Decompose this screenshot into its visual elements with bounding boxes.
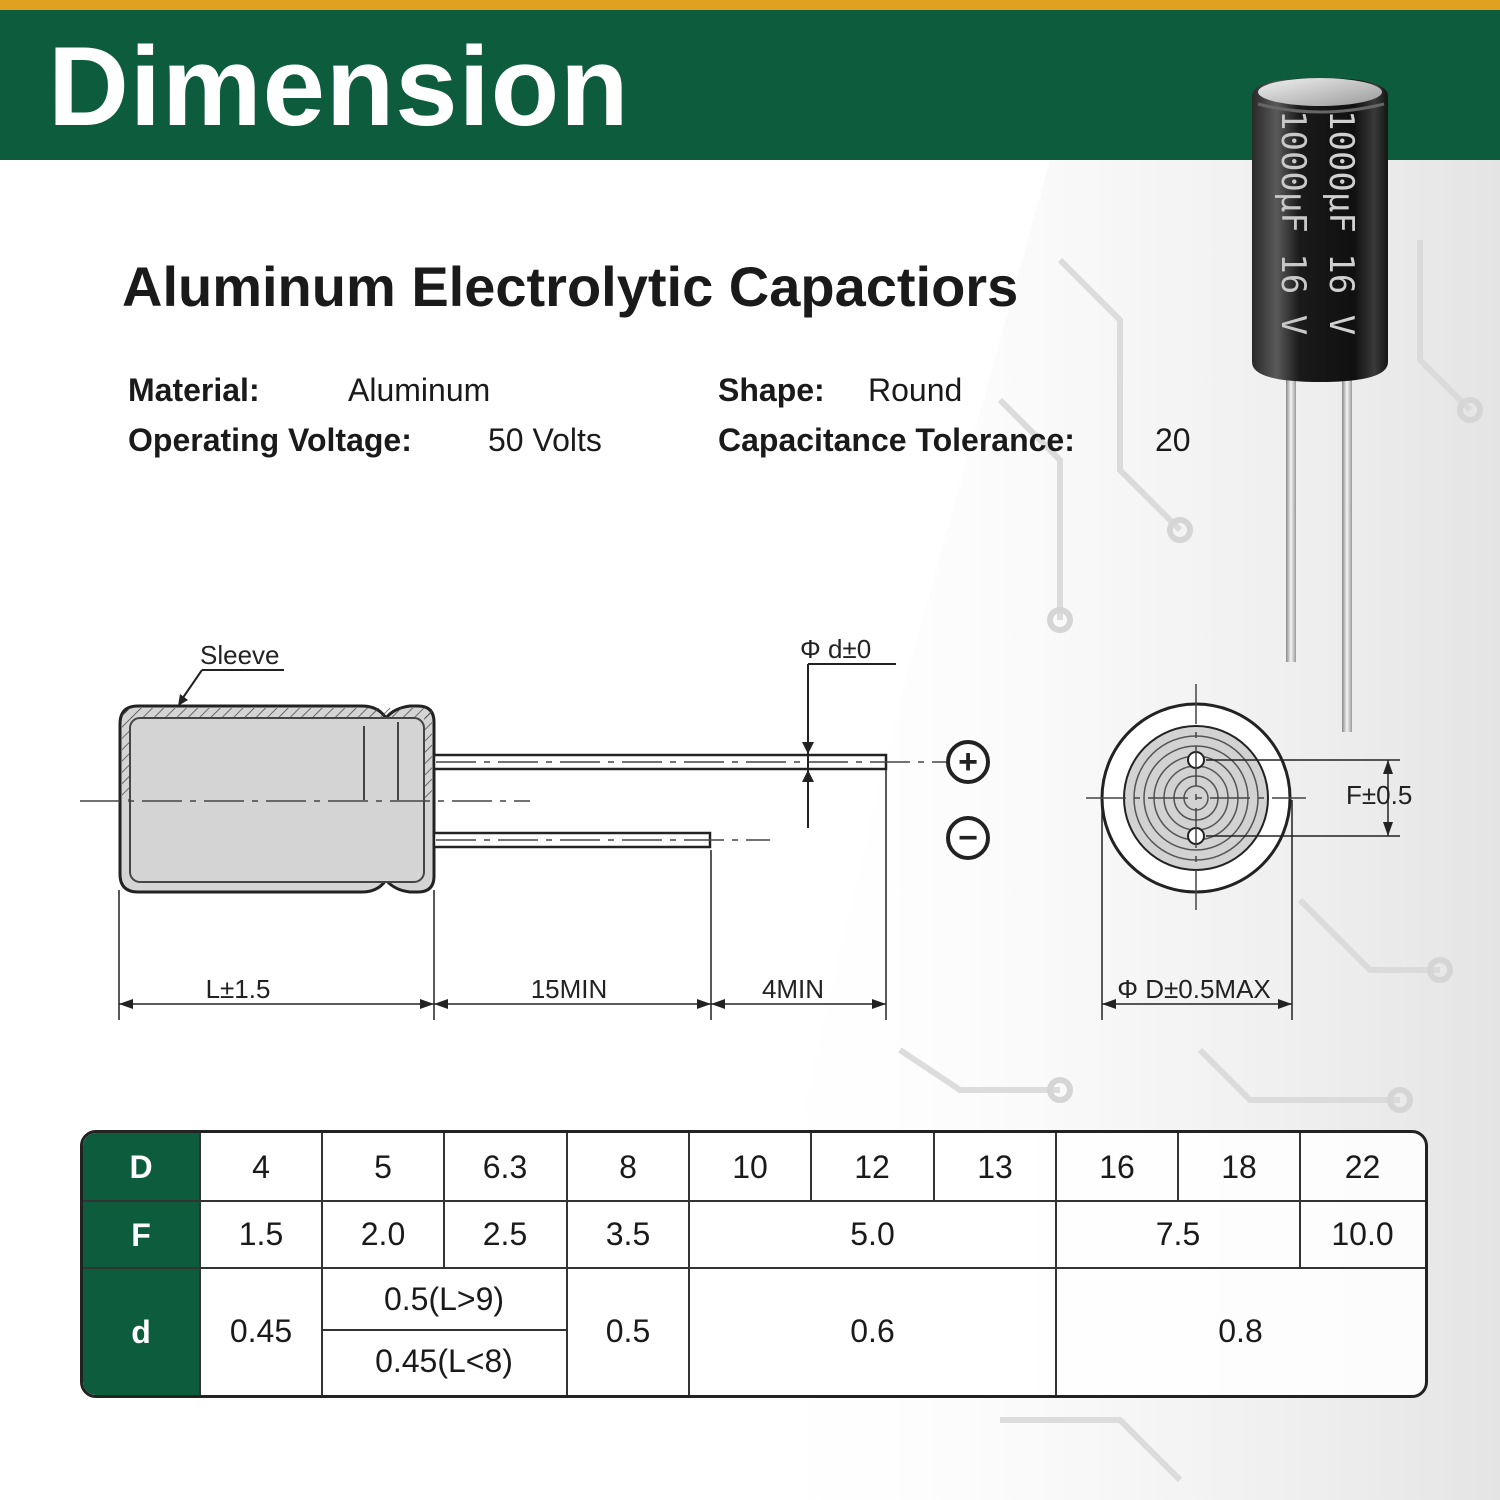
table-cell-D: 16 [1099, 1148, 1135, 1185]
minus-symbol: − [958, 819, 978, 857]
photo-marking-2: 1000µF 16 V [1273, 110, 1313, 335]
pitch-label: F±0.5 [1346, 780, 1412, 810]
spec-tolerance: Capacitance Tolerance: [718, 420, 1075, 460]
table-cell-F: 2.0 [360, 1216, 406, 1252]
spec-tolerance-value: 20 [1155, 422, 1191, 458]
table-cell-d: 0.8 [1218, 1313, 1263, 1349]
table-cell-D: 18 [1221, 1148, 1257, 1185]
photo-marking-1: 1000µF 16 V [1321, 110, 1361, 335]
lead-diameter-label: Φ d±0 [800, 634, 871, 664]
col-divider [810, 1133, 812, 1201]
spec-voltage-label: Operating Voltage: [128, 422, 412, 458]
capacitor-side-view: Sleeve Φ d±0 + − L±1.5 15MIN 4MIN [80, 634, 990, 1020]
table-cell-d: 0.45 [229, 1313, 293, 1349]
lead-min-label: 15MIN [531, 974, 608, 1004]
table-cell-D: 22 [1344, 1148, 1381, 1185]
table-cell-F: 7.5 [1155, 1216, 1201, 1252]
header-band [0, 10, 1500, 160]
diameter-label: Φ D±0.5MAX [1117, 974, 1271, 1004]
table-cell-d: 0.5(L>9) [383, 1280, 505, 1317]
table-cell-D: 4 [252, 1148, 270, 1185]
plus-symbol: + [958, 743, 978, 781]
table-cell-D: 10 [732, 1148, 768, 1185]
col-divider [933, 1133, 935, 1201]
table-cell-D: 13 [977, 1148, 1013, 1185]
col-divider [566, 1133, 568, 1395]
spec-shape: Shape: [718, 370, 825, 410]
spec-material-value: Aluminum [348, 372, 491, 408]
table-cell-F: 5.0 [850, 1216, 895, 1252]
product-title: Aluminum Electrolytic Capactiors [122, 255, 1019, 318]
length-label: L±1.5 [206, 974, 271, 1004]
row-header-F: F [131, 1216, 151, 1253]
spec-voltage: Operating Voltage: [128, 420, 412, 460]
page-title: Dimension [48, 24, 630, 149]
col-divider [1299, 1133, 1301, 1267]
table-cell-d: 0.45(L<8) [375, 1342, 513, 1379]
plus-icon [946, 740, 990, 784]
capacitor-end-view: F±0.5 Φ D±0.5MAX [1086, 684, 1412, 1020]
dimension-table: D F d 4 5 6.3 8 10 12 13 16 18 22 1.5 2.… [80, 1130, 1428, 1398]
spec-tolerance-label: Capacitance Tolerance: [718, 422, 1075, 458]
table-cell-F: 1.5 [238, 1216, 284, 1252]
table-cell-d: 0.6 [850, 1313, 895, 1349]
col-divider [1055, 1133, 1057, 1395]
spec-voltage-value: 50 Volts [488, 422, 602, 458]
capacitor-photo: 1000µF 16 V 1000µF 16 V [1252, 78, 1388, 732]
table-cell-D: 6.3 [482, 1148, 528, 1185]
row-divider [322, 1329, 566, 1331]
sleeve-label: Sleeve [200, 640, 280, 670]
col-divider [1177, 1133, 1179, 1201]
col-divider [688, 1133, 690, 1395]
table-cell-F: 2.5 [482, 1216, 528, 1252]
table-cell-F: 10.0 [1331, 1216, 1394, 1252]
col-divider [321, 1133, 323, 1395]
row-header-d: d [131, 1313, 151, 1350]
table-cell-D: 8 [619, 1148, 637, 1185]
row-divider [83, 1267, 1425, 1269]
col-divider [199, 1133, 201, 1395]
table-cell-d: 0.5 [605, 1313, 651, 1349]
spec-material: Material: [128, 370, 260, 410]
spec-shape-label: Shape: [718, 372, 825, 408]
minus-icon [946, 816, 990, 860]
table-header-column [83, 1133, 199, 1395]
lead-diff-label: 4MIN [762, 974, 824, 1004]
row-divider [83, 1200, 1425, 1202]
table-cell-D: 12 [854, 1148, 890, 1185]
table-cell-D: 5 [374, 1148, 392, 1185]
spec-material-label: Material: [128, 372, 260, 408]
col-divider [443, 1133, 445, 1267]
spec-shape-value: Round [868, 372, 963, 408]
row-header-D: D [129, 1148, 153, 1185]
top-accent-stripe [0, 0, 1500, 10]
table-cell-F: 3.5 [605, 1216, 651, 1252]
